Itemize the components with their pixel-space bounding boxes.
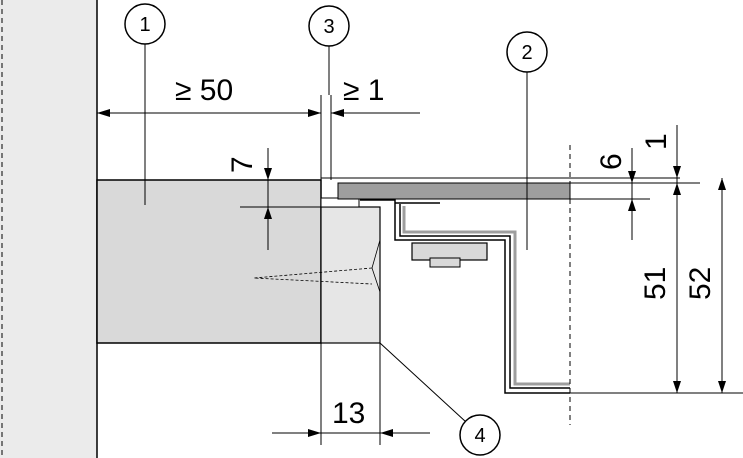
component-2-bracket-shadow xyxy=(402,206,570,386)
dim-7-label: 7 xyxy=(226,156,259,173)
callout-4-leader xyxy=(379,342,467,423)
callout-1-label: 1 xyxy=(139,14,150,36)
callout-1-circle xyxy=(124,3,166,45)
wall xyxy=(0,0,97,458)
component-2-bracket xyxy=(360,199,570,394)
dim-1-right-label: 1 xyxy=(640,133,673,150)
dim-min-1-label: ≥ 1 xyxy=(343,74,384,107)
dim-51-label: 51 xyxy=(639,267,672,300)
screw-detail xyxy=(253,267,373,285)
dim-13-label: 13 xyxy=(332,397,365,430)
dim-50-arrow-left xyxy=(97,109,110,117)
callout-4-label: 4 xyxy=(474,425,485,447)
dim-7-arrow-bottom xyxy=(264,207,272,219)
dim-52-arrow-bottom xyxy=(718,381,726,393)
dim-51-arrow-bottom xyxy=(673,381,681,393)
dim-6-label: 6 xyxy=(595,153,628,170)
dim-52-arrow-top xyxy=(718,178,726,190)
callout-3-circle xyxy=(308,5,350,47)
component-4-spacer xyxy=(320,206,381,344)
dim-7-arrow-top xyxy=(264,168,272,180)
dim-50-arrow-right xyxy=(308,109,321,117)
callout-2-label: 2 xyxy=(521,42,532,64)
dim-13-arrow-right xyxy=(380,429,393,437)
callout-4-circle xyxy=(459,414,501,456)
component-1-body xyxy=(96,179,322,344)
callout-3-label: 3 xyxy=(323,16,334,38)
clamp xyxy=(411,242,488,261)
dim-6-arrow-top xyxy=(628,171,636,183)
dim-1r-arrow xyxy=(673,166,681,178)
worktop xyxy=(337,182,571,200)
dim-1-arrow xyxy=(331,109,344,117)
clamp-foot xyxy=(429,257,461,268)
dim-51-arrow-top xyxy=(673,183,681,195)
dim-min-50-label: ≥ 50 xyxy=(175,74,233,107)
dim-52-label: 52 xyxy=(684,267,717,300)
dim-13-arrow-left xyxy=(308,429,321,437)
dim-6-arrow-bottom xyxy=(628,199,636,211)
callout-2-circle xyxy=(506,31,548,73)
